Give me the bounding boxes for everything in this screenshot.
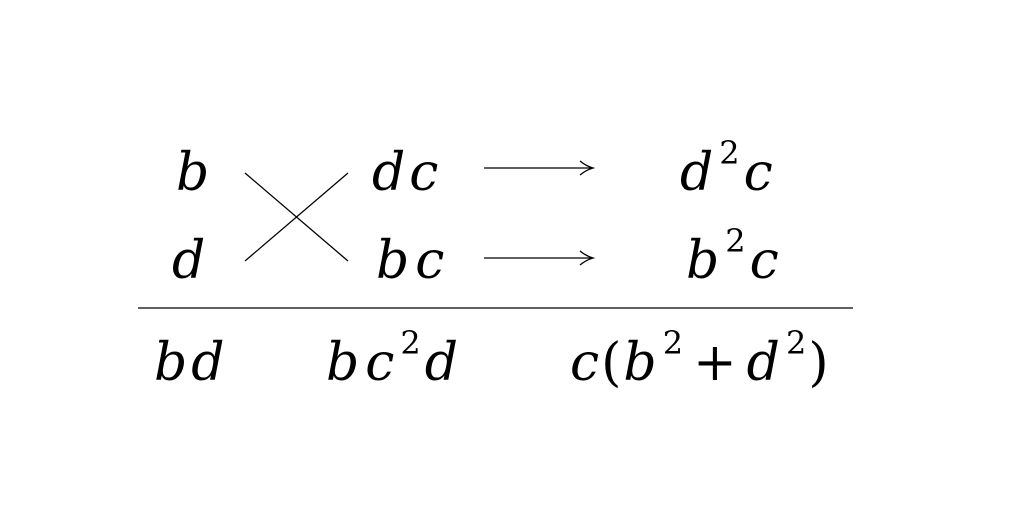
result-middle-factor-c: d (425, 333, 458, 393)
result-right-exponent-2: 2 (786, 324, 806, 362)
result-left-factor-b: d (191, 333, 224, 393)
top-middle-factor-b: c (409, 143, 438, 203)
result-right-open-paren: ( (601, 333, 621, 393)
result-middle-factor-b: c (365, 333, 394, 393)
result-right-base-2: d (747, 333, 780, 393)
top-middle-factor-a: d (372, 143, 405, 203)
result-right-exponent-1: 2 (663, 324, 683, 362)
bottom-middle-factor-a: b (376, 231, 409, 291)
result-left-term: bd (154, 333, 225, 393)
result-right-close-paren: ) (808, 333, 828, 393)
top-arrow (484, 160, 596, 176)
bottom-middle-factor-b: c (415, 231, 444, 291)
result-middle-factor-a: b (326, 333, 359, 393)
top-right-exponent: 2 (719, 134, 739, 172)
bottom-right-base: b (686, 231, 719, 291)
result-right-base-1: b (623, 333, 656, 393)
cross-line-up (244, 172, 349, 262)
top-middle-term: dc (372, 143, 438, 203)
result-right-factor: c (570, 333, 599, 393)
bottom-right-exponent: 2 (725, 222, 745, 260)
result-left-factor-a: b (154, 333, 187, 393)
bottom-left-term: d (172, 231, 205, 291)
result-right-plus: + (693, 333, 737, 393)
top-right-base: d (680, 143, 713, 203)
result-middle-exponent: 2 (400, 324, 420, 362)
top-right-rest: c (744, 143, 773, 203)
top-left-term: b (176, 143, 209, 203)
bottom-arrow (484, 250, 596, 266)
bottom-right-rest: c (750, 231, 779, 291)
